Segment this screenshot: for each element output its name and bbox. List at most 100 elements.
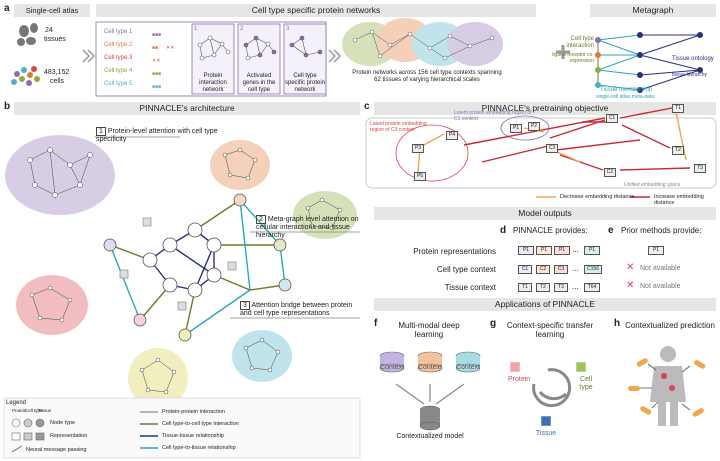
tissue-not-available: Not available	[640, 283, 681, 290]
cell-type-2: Cell type 2	[104, 42, 133, 48]
panel-e-letter: e	[608, 225, 614, 236]
node-p1: P1	[510, 124, 522, 133]
node-t2: T2	[672, 146, 684, 155]
step-2-number: 2	[240, 26, 244, 32]
callout-3-text: Attention bridge between protein and cel…	[240, 302, 353, 317]
architecture-title: PINNACLE's architecture	[14, 102, 360, 115]
ct-interaction-sub: ligand-receptor co-expression	[552, 52, 594, 64]
panel-c-letter: c	[364, 101, 370, 112]
svg-text:✕✕: ✕✕	[166, 45, 174, 51]
node-t3: T3	[694, 164, 706, 173]
tissues-label: tissues	[44, 36, 66, 43]
legend-edge-ppi: Protein-protein interaction	[162, 409, 225, 415]
row-celltype-label: Cell type context	[436, 265, 496, 274]
protein-rep-2: P1	[536, 246, 552, 255]
row-protein-label: Protein representations	[413, 247, 496, 256]
protein-rep-4: P1	[584, 246, 600, 255]
atlas-title: Single-cell atlas	[14, 4, 90, 17]
legend-row-node: Node type	[50, 420, 76, 426]
metagraph-title: Metagraph	[590, 4, 716, 17]
step-3-number: 3	[286, 26, 290, 32]
panel-h-letter: h	[614, 318, 621, 329]
legend-col-tissue: Tissue	[38, 408, 52, 413]
legend-col-protein: Protein	[12, 408, 27, 413]
ct-unavailable-icon: ✕	[626, 262, 635, 273]
f-result: Contextualized model	[396, 433, 464, 440]
networks-caption: Protein networks across 156 cell type co…	[352, 70, 502, 83]
ct-context-3: C3	[554, 265, 568, 274]
callout-1-number: 1	[96, 127, 106, 136]
context-1: Context	[379, 364, 405, 371]
panel-g-letter: g	[490, 318, 497, 329]
c1-region-label: Latent protein embedding region of C1 co…	[454, 110, 532, 122]
callout-2: 2 Meta-graph level attention on cellular…	[256, 215, 360, 240]
panel-a-letter: a	[4, 3, 10, 14]
svg-text:■■■: ■■■	[152, 71, 161, 77]
h-title: Contextualized prediction	[625, 321, 715, 330]
tissue-ontology-label: Tissue ontology	[672, 56, 714, 62]
step-1-number: 1	[194, 26, 198, 32]
protein-ellipsis: ...	[572, 245, 579, 254]
callout-3-number: 3	[240, 301, 250, 310]
e-title: Prior methods provide:	[621, 226, 702, 235]
cell-type-1: Cell type 1	[104, 29, 133, 35]
tissue-membership-label: Tissue membership	[600, 87, 653, 93]
c3-region-label: Latent protein embedding region of C3 co…	[370, 121, 427, 133]
legend-edge-ct-ct: Cell type-to-cell type interaction	[162, 421, 239, 427]
panel-d-letter: d	[500, 225, 507, 236]
protein-rep-1: P1	[518, 246, 534, 255]
svg-text:■■■: ■■■	[152, 32, 161, 38]
ct-not-available: Not available	[640, 265, 681, 272]
tissue-ellipsis: ...	[572, 282, 579, 291]
node-c2: C2	[604, 168, 616, 177]
legend-edge-ct-tissue: Cell type-to-tissue relationship	[162, 445, 236, 451]
callout-1: 1 Protein-level attention with cell type…	[96, 127, 246, 144]
row-tissue-label: Tissue context	[444, 283, 496, 292]
context-3: Context	[455, 364, 481, 371]
tissue-context-2: T2	[536, 283, 550, 292]
protein-rep-3: P1	[554, 246, 570, 255]
node-p4: P4	[446, 131, 458, 140]
legend-row-representation: Representation	[50, 433, 88, 439]
node-p5: P5	[414, 172, 426, 181]
legend-col-celltype: Cell type	[25, 408, 43, 413]
decrease-label: Decrease embedding distance	[560, 194, 635, 200]
outputs-title: Model outputs	[374, 207, 716, 220]
ct-interaction-label: Cell type interaction	[566, 36, 594, 49]
cell-type-3: Cell type 3	[104, 55, 133, 61]
pretraining-title: PINNACLE's pretraining objective	[374, 102, 716, 115]
cells-count: 483,152	[44, 69, 70, 76]
tissue-unavailable-icon: ✕	[626, 280, 635, 291]
callout-3: 3 Attention bridge between protein and c…	[240, 301, 360, 318]
cell-type-5: Cell type 5	[104, 81, 133, 87]
tissues-count: 24	[45, 27, 53, 34]
prior-protein-rep: P1	[648, 246, 664, 255]
tissue-ontology-sub: tissue hierarchy	[672, 72, 708, 78]
ct-context-1: C1	[518, 265, 532, 274]
ct-context-156: C156	[584, 265, 602, 274]
legend-edge-tissue: Tissue-tissue relationship	[162, 433, 224, 439]
space-label: Unified embedding space	[624, 182, 681, 188]
apps-title: Applications of PINNACLE	[374, 298, 716, 311]
svg-text:■■: ■■	[152, 45, 158, 51]
node-c3: C3	[546, 144, 558, 153]
node-p3: P3	[412, 144, 424, 153]
panel-b-letter: b	[4, 101, 11, 112]
callout-2-number: 2	[256, 215, 266, 224]
step-2-label: Activated genes in the cell type	[242, 73, 276, 93]
ct-context-2: C2	[536, 265, 550, 274]
callout-2-text: Meta-graph level attention on cellular i…	[256, 216, 359, 239]
increase-label: Increase embedding distance	[654, 194, 704, 206]
step-3-label: Cell type specific protein network	[284, 73, 326, 93]
g-celltype: Cell type	[579, 376, 593, 391]
svg-text:■■■: ■■■	[152, 84, 161, 90]
legend-row-message-passing: Neural message passing	[26, 447, 87, 453]
f-title: Multi-modal deep learning	[398, 321, 460, 339]
tissue-context-64: T64	[584, 283, 600, 292]
tissue-membership-sub: single-cell atlas meta-data	[596, 94, 655, 100]
g-title: Context-specific transfer learning	[506, 321, 594, 339]
svg-text:✕✕: ✕✕	[152, 58, 160, 64]
